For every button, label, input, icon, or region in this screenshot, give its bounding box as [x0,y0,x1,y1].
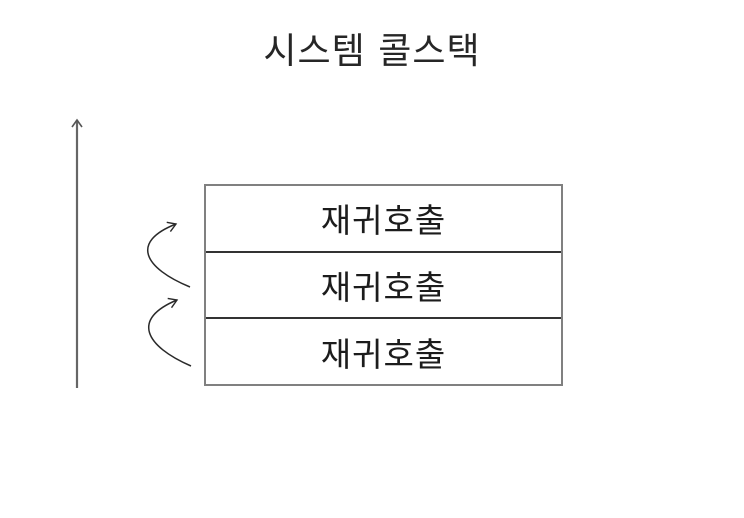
recursive-call-arrow-icon-1 [146,221,191,288]
stack-frame-bottom: 재귀호출 [206,317,561,384]
recursive-call-arrow-icon-2 [147,297,192,367]
stack-frame-top: 재귀호출 [320,201,447,241]
stack-frame-middle: 재귀호출 [206,250,561,318]
diagram-title: 시스템 콜스택 [263,31,481,72]
call-stack-box: 재귀호출 재귀호출 재귀호출 [204,184,563,386]
